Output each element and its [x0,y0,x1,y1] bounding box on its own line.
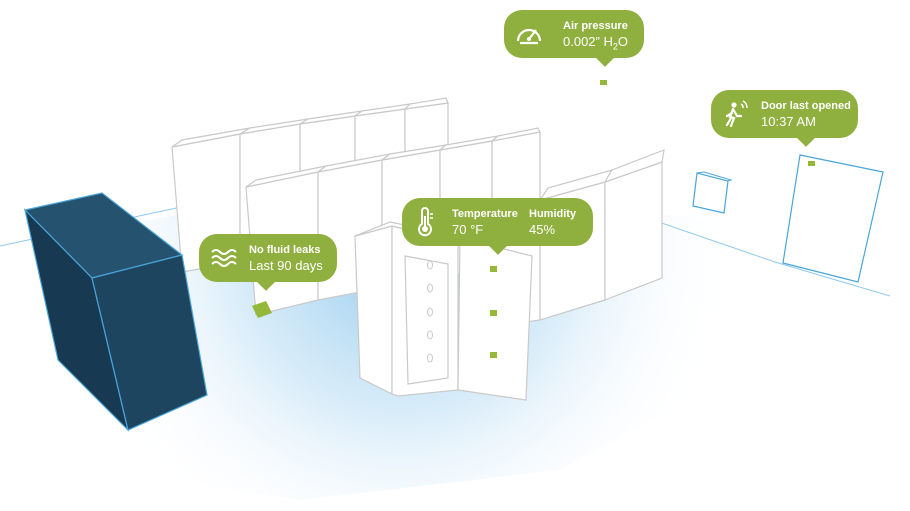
pressure-sensor [600,80,607,85]
water-waves-icon [211,249,237,267]
leak-value: Last 90 days [249,258,323,273]
temperature-value: 70 °F [452,222,484,237]
wall-panel-top [696,171,733,182]
temperature-title: Temperature [452,208,518,220]
leak-sensor [252,301,272,318]
door-value: 10:37 AM [761,114,816,129]
fluid-leak-callout: No fluid leaks Last 90 days [199,234,337,282]
door [782,154,884,283]
air-pressure-value-tail: O [617,34,629,49]
air-pressure-callout: Air pressure 0.002” H2O [504,10,644,58]
door-title: Door last opened [761,100,851,112]
person-motion-icon [725,100,748,128]
gauge-icon [516,28,542,45]
air-pressure-value-main: 0.002” H [563,34,613,49]
thermometer-icon [418,207,433,237]
dark-cabinet-front [91,254,208,431]
air-pressure-value-sub: 2 [612,41,618,52]
rack-sensors [490,266,497,358]
door-last-opened-callout: Door last opened 10:37 AM [711,90,858,138]
door-sensor [808,161,815,166]
humidity-title: Humidity [529,208,577,220]
humidity-value: 45% [529,222,556,237]
rack-door-holes [427,260,433,363]
air-pressure-title: Air pressure [563,20,628,32]
leak-title: No fluid leaks [249,244,321,256]
open-rack-door [457,237,533,401]
temperature-humidity-callout: Temperature 70 °F Humidity 45% [402,198,593,246]
air-pressure-value: 0.002” H2O [563,34,628,52]
